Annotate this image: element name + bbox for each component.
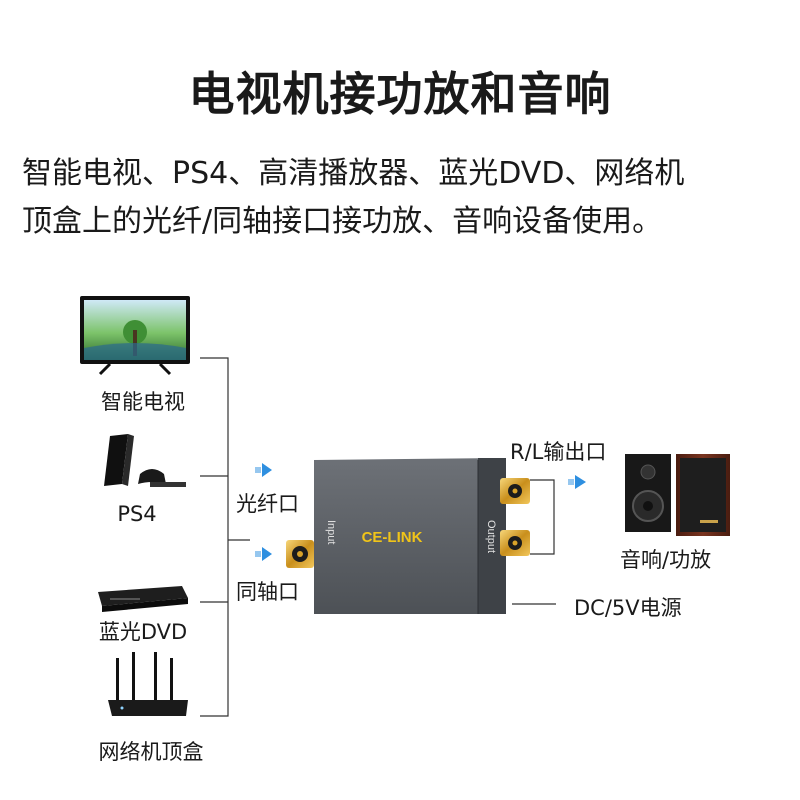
page-title: 电视机接功放和音响 (188, 67, 612, 121)
rl-output-jacks (500, 478, 530, 556)
subtitle-line-2: 顶盒上的光纤/同轴接口接功放、音响设备使用。 (22, 204, 663, 239)
output-arrow-icon (568, 475, 586, 489)
device-output-label: Output (485, 520, 497, 553)
page-subtitle: 智能电视、PS4、高清播放器、蓝光DVD、网络机 顶盒上的光纤/同轴接口接功放、… (22, 150, 792, 246)
converter-device (286, 458, 530, 614)
source-label-dvd: 蓝光DVD (98, 620, 188, 644)
settop-box-icon (108, 652, 188, 716)
output-bracket (530, 479, 555, 555)
port-label-coax: 同轴口 (236, 580, 299, 604)
port-label-rl-out: R/L输出口 (510, 440, 607, 464)
source-label-ps4: PS4 (117, 502, 157, 526)
speaker-left-icon (625, 454, 671, 532)
coax-input-arrow-icon (255, 547, 272, 561)
device-input-label: Input (325, 520, 337, 544)
speaker-right-icon (676, 454, 730, 536)
ps4-console-icon (104, 434, 186, 487)
optical-input-arrow-icon (255, 463, 272, 477)
source-label-tv: 智能电视 (101, 390, 185, 414)
brand-logo-text: CE-LINK (362, 529, 423, 546)
coax-input-jack (286, 540, 314, 568)
speaker-label: 音响/功放 (620, 548, 712, 572)
dvd-player-icon (98, 586, 188, 612)
source-bracket (200, 357, 250, 717)
port-label-optical: 光纤口 (236, 492, 299, 516)
source-label-settop: 网络机顶盒 (98, 740, 204, 764)
smart-tv-icon (80, 296, 190, 376)
subtitle-line-1: 智能电视、PS4、高清播放器、蓝光DVD、网络机 (22, 156, 685, 191)
port-label-power: DC/5V电源 (574, 596, 682, 620)
